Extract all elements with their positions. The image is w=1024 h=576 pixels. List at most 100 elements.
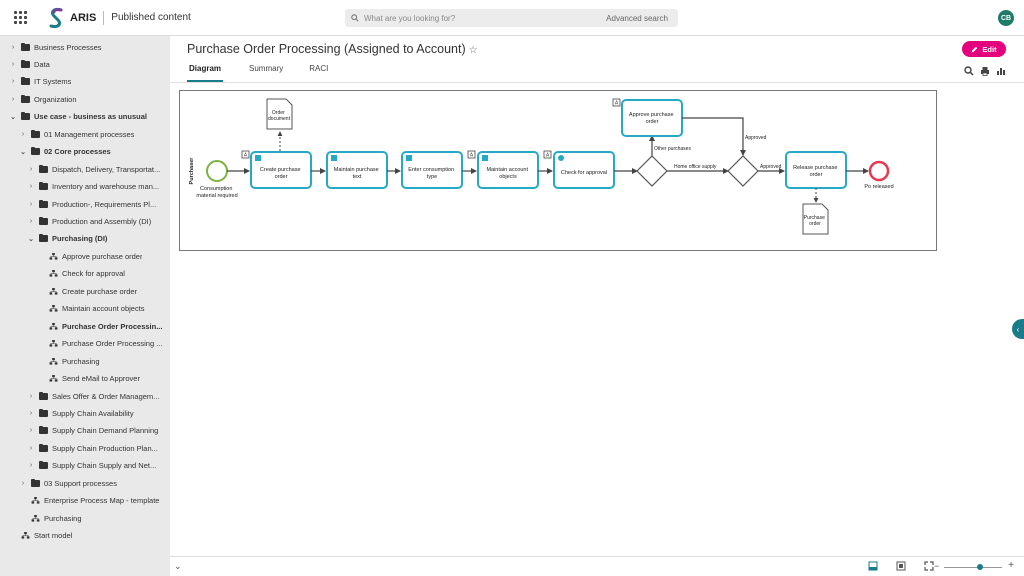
chevron-right-icon[interactable]: › — [29, 200, 33, 208]
chevron-right-icon[interactable]: › — [11, 95, 15, 103]
tree-item[interactable]: ›Supply Chain Supply and Net... — [27, 458, 156, 474]
tree-item[interactable]: Check for approval — [37, 266, 125, 282]
edit-button[interactable]: Edit — [962, 41, 1006, 57]
sap-marker-icon — [612, 98, 621, 107]
task-check-for-approval[interactable] — [553, 151, 615, 189]
task-enter-consumption-type[interactable] — [401, 151, 463, 189]
tree-item-label: Purchasing (DI) — [52, 234, 108, 244]
tree-item[interactable]: Create purchase order — [37, 283, 137, 299]
tree-item[interactable]: ›Business Processes — [9, 39, 102, 55]
flow-label-home-office-supply: Home office supply — [674, 164, 717, 170]
tab-summary[interactable]: Summary — [249, 64, 284, 73]
process-diagram[interactable]: Purchaser Consumption material required … — [179, 90, 937, 251]
document-purchase-order[interactable] — [802, 203, 829, 235]
favorite-star-icon[interactable]: ☆ — [468, 45, 478, 56]
zoom-handle[interactable] — [977, 564, 983, 570]
tree-item-label: Send eMail to Approver — [62, 374, 140, 384]
gateway-exclusive[interactable] — [636, 155, 668, 187]
zoom-search-icon[interactable] — [964, 66, 974, 76]
advanced-search-link[interactable]: Advanced search — [606, 13, 668, 23]
diagram-canvas: Purchaser Consumption material required … — [189, 98, 894, 235]
tree-item[interactable]: Enterprise Process Map - template — [19, 493, 159, 509]
chevron-right-icon[interactable]: › — [21, 130, 25, 138]
task-maintain-purchase-text[interactable] — [326, 151, 388, 189]
user-avatar[interactable]: CB — [998, 10, 1014, 26]
search-bar[interactable]: What are you looking for? Advanced searc… — [345, 9, 678, 27]
zoom-out-icon[interactable]: − — [934, 561, 940, 571]
tree-item[interactable]: Start model — [9, 528, 72, 544]
chevron-right-icon[interactable]: › — [21, 479, 25, 487]
tree-item-label: Purchasing — [62, 356, 100, 366]
tree-item[interactable]: Purchasing — [19, 510, 82, 526]
tree-item-label: 01 Management processes — [44, 129, 135, 139]
chevron-right-icon[interactable]: › — [29, 392, 33, 400]
chevron-down-icon[interactable]: ⌄ — [174, 561, 182, 571]
chevron-right-icon[interactable]: › — [29, 462, 33, 470]
tree-item[interactable]: ⌄ 02 Core processes — [19, 144, 111, 160]
chevron-down-icon[interactable]: ⌄ — [10, 113, 16, 121]
tree-item[interactable]: › 01 Management processes — [19, 126, 134, 142]
tree-item[interactable]: ›Production-, Requirements Pl... — [27, 196, 156, 212]
chevron-right-icon[interactable]: › — [29, 427, 33, 435]
document-order-document[interactable] — [266, 98, 293, 130]
start-event[interactable] — [206, 160, 228, 182]
tree-item[interactable]: ⌄Use case - business as unusual — [9, 109, 147, 125]
task-approve-purchase-order[interactable] — [621, 99, 683, 137]
chevron-right-icon[interactable]: › — [29, 165, 33, 173]
pencil-icon — [972, 46, 978, 52]
brand-name: ARIS — [70, 11, 97, 24]
chevron-down-icon[interactable]: ⌄ — [28, 235, 34, 243]
fullscreen-icon[interactable] — [924, 561, 934, 571]
chevron-right-icon[interactable]: › — [29, 444, 33, 452]
tree-item[interactable]: ›Supply Chain Demand Planning — [27, 423, 158, 439]
zoom-slider[interactable]: − + — [934, 560, 1014, 573]
tree-item[interactable]: Purchase Order Processin... — [37, 318, 162, 334]
folder-icon — [39, 182, 48, 191]
task-create-purchase-order[interactable] — [250, 151, 312, 189]
tree-item[interactable]: Approve purchase order — [37, 248, 142, 264]
aris-logo-icon — [49, 7, 63, 28]
tree-item[interactable]: ›Data — [9, 56, 50, 72]
tree-item[interactable]: › IT Systems — [9, 74, 71, 90]
chevron-down-icon[interactable]: ⌄ — [20, 148, 26, 156]
task-label: Approve purchase order — [629, 112, 675, 125]
task-label: Check for approval — [561, 170, 607, 176]
tree-item[interactable]: ›Sales Offer & Order Managem... — [27, 388, 159, 404]
chevron-right-icon[interactable]: › — [29, 183, 33, 191]
chevron-right-icon[interactable]: › — [11, 43, 15, 51]
print-icon[interactable] — [980, 66, 990, 76]
expand-right-panel-button[interactable]: ‹ — [1012, 319, 1024, 339]
app-launcher-icon[interactable] — [14, 10, 28, 25]
fit-to-screen-icon[interactable] — [896, 561, 906, 571]
tree-item[interactable]: Purchasing — [37, 353, 100, 369]
tree-item[interactable]: Send eMail to Approver — [37, 371, 140, 387]
tree-item[interactable]: ›03 Support processes — [19, 475, 117, 491]
tree-item-label: 02 Core processes — [44, 147, 111, 157]
tree-item[interactable]: ›Supply Chain Availability — [27, 405, 134, 421]
chevron-right-icon[interactable]: › — [29, 218, 33, 225]
tree-item[interactable]: ⌄ Purchasing (DI) — [27, 231, 107, 247]
flow-label-approved-1: Approved — [745, 135, 767, 141]
sap-marker-glyph: A — [244, 153, 248, 159]
chevron-right-icon[interactable]: › — [29, 409, 33, 417]
tree-item[interactable]: ›Organization — [9, 91, 77, 107]
search-icon — [351, 14, 359, 22]
minimap-icon[interactable] — [868, 561, 878, 571]
tree-item[interactable]: ›Production and Assembly (DI) — [27, 214, 151, 230]
tree-item[interactable]: ›Inventory and warehouse man... — [27, 179, 159, 195]
tree-item[interactable]: ›Dispatch, Delivery, Transportat... — [27, 161, 160, 177]
end-event[interactable] — [868, 160, 890, 182]
tree-item[interactable]: Purchase Order Processing ... — [37, 336, 162, 352]
gateway-merge[interactable] — [727, 155, 759, 187]
search-input[interactable]: What are you looking for? — [364, 13, 456, 23]
chart-icon[interactable] — [996, 66, 1006, 76]
tree-item[interactable]: ›Supply Chain Production Plan... — [27, 440, 158, 456]
tree-item[interactable]: Maintain account objects — [37, 301, 145, 317]
chevron-right-icon[interactable]: › — [11, 78, 15, 86]
tree-item-label: IT Systems — [34, 77, 72, 87]
tab-diagram[interactable]: Diagram — [187, 64, 224, 82]
chevron-right-icon[interactable]: › — [11, 60, 15, 68]
task-maintain-account-objects[interactable] — [477, 151, 539, 189]
tab-raci[interactable]: RACI — [309, 64, 329, 73]
zoom-in-icon[interactable]: + — [1008, 560, 1014, 571]
